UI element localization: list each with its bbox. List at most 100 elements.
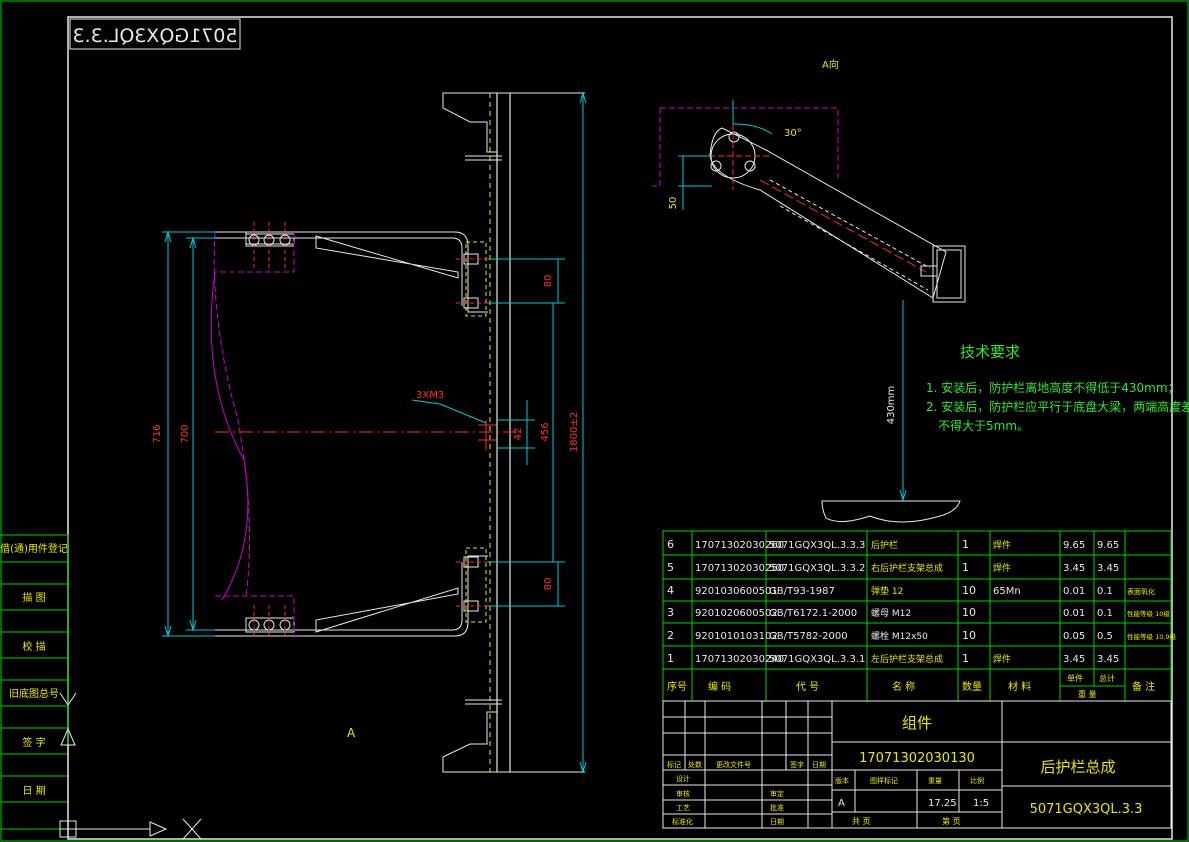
- rev-label: 处数: [688, 760, 702, 769]
- strip-label: 校 描: [22, 640, 45, 653]
- strip-label: 日 期: [22, 785, 45, 797]
- hdr-qty: 数量: [962, 680, 982, 693]
- bom-w2: 0.1: [1097, 586, 1113, 597]
- bom-w1: 3.45: [1063, 563, 1085, 574]
- dimensions-front: [162, 91, 587, 774]
- a-view: A向 30° 50 430mm: [652, 58, 966, 523]
- bom-name: 弹垫 12: [871, 585, 903, 597]
- lbl-weight: 重量: [928, 777, 942, 785]
- bom-w2: 3.45: [1097, 563, 1119, 574]
- dim-angle: 30°: [784, 128, 802, 139]
- bom-qty: 1: [962, 538, 969, 551]
- bom-note: 性能等级 10级: [1127, 609, 1170, 618]
- lbl-sheet: 第 页: [942, 816, 961, 826]
- assembly-name: 后护栏总成: [1040, 758, 1115, 776]
- sign-label: 审定: [770, 789, 784, 798]
- hdr-weight-single: 单件: [1067, 673, 1083, 683]
- view-label-bottom: A: [347, 726, 356, 740]
- sign-label: 审核: [676, 789, 690, 798]
- bom-mat: 焊件: [993, 562, 1011, 574]
- bom-no: 2: [667, 629, 674, 642]
- hdr-weight-total: 总计: [1099, 673, 1115, 683]
- bom-name: 右后护栏支架总成: [871, 562, 943, 574]
- bom-w2: 0.5: [1097, 631, 1113, 642]
- weight: 17.25: [928, 798, 957, 809]
- bom-std: GB/T93-1987: [769, 586, 835, 597]
- lbl-version: 版本: [835, 776, 849, 785]
- bom-w2: 3.45: [1097, 654, 1119, 665]
- sign-label: 标准化: [672, 817, 693, 826]
- bom-code: 17071302030250: [695, 563, 784, 574]
- dim-inner: 700: [180, 424, 191, 443]
- bom-w1: 0.05: [1063, 631, 1085, 642]
- technical-requirements: 技术要求 1. 安装后，防护栏离地高度不得低于430mm； 2. 安装后，防护栏…: [926, 343, 1189, 433]
- bom-header: 序号 编 码 代 号 名 称 数量 材 料 单件 总计 重 量 备 注: [667, 673, 1155, 699]
- bom-table: 6 17071302030260 5071GQX3QL.3.3.3 后护栏 1 …: [662, 530, 1177, 702]
- bom-qty: 1: [962, 652, 969, 665]
- bom-name: 左后护栏支架总成: [871, 653, 943, 665]
- bom-std: GB/T6172.1-2000: [769, 608, 857, 619]
- bom-row: 5 17071302030250 5071GQX3QL.3.3.2 右后护栏支架…: [667, 561, 1119, 574]
- dim-mid: 456: [540, 422, 551, 441]
- part-kind: 组件: [902, 714, 932, 732]
- lbl-sheets: 共 页: [852, 817, 871, 826]
- tech-line-1: 1. 安装后，防护栏离地高度不得低于430mm；: [926, 380, 1180, 395]
- bom-w1: 0.01: [1063, 608, 1085, 619]
- bom-qty: 1: [962, 561, 969, 574]
- ucs-icon: [59, 692, 202, 840]
- view-label: A向: [822, 58, 839, 71]
- bom-w1: 3.45: [1063, 654, 1085, 665]
- dim-side-height: 430mm: [886, 386, 897, 425]
- drawing-number: 5071GQX3QL.3.3: [1030, 802, 1143, 817]
- rev-label: 标记: [667, 760, 681, 769]
- strip-label: 签 字: [22, 736, 45, 749]
- dim-top-gap: 80: [543, 275, 554, 288]
- rev-label: 签字: [790, 760, 804, 769]
- sign-label: 设计: [676, 774, 690, 783]
- bom-mat: 65Mn: [993, 586, 1021, 597]
- hdr-std: 代 号: [796, 681, 819, 693]
- bom-std: 5071GQX3QL.3.3.2: [769, 563, 865, 574]
- bom-w1: 0.01: [1063, 586, 1085, 597]
- version: A: [838, 798, 845, 809]
- bom-no: 4: [667, 584, 674, 597]
- strip-label: 描 图: [22, 591, 45, 604]
- bom-w2: 0.1: [1097, 608, 1113, 619]
- mirrored-code-box: 5071GQX3QL.3.3: [69, 18, 241, 50]
- sign-label: 日期: [770, 818, 784, 826]
- strip-label: 借(通)用件登记: [0, 542, 68, 555]
- bolt-group-bottom: [245, 605, 295, 640]
- bom-w2: 9.65: [1097, 540, 1119, 551]
- bom-row: 2 9201010103102 GB/T5782-2000 螺栓 M12x50 …: [667, 629, 1177, 642]
- hdr-code: 编 码: [708, 680, 731, 693]
- title-block: 标记 处数 更改文件号 签字 日期 设计 审核 工艺 标准化 审定 日期 批准 …: [662, 700, 1172, 829]
- bom-row: 4 9201030600501 GB/T93-1987 弹垫 12 10 65M…: [667, 584, 1155, 597]
- bolt-group-top: [245, 222, 295, 268]
- bom-code: 9201020600502: [695, 608, 778, 619]
- bom-std: GB/T5782-2000: [769, 631, 848, 642]
- bom-note: 性能等级 10.9级: [1127, 632, 1177, 641]
- bom-code: 9201030600501: [695, 586, 778, 597]
- sign-label: 批准: [770, 803, 784, 812]
- hdr-weight: 重 量: [1078, 689, 1097, 699]
- rev-label: 更改文件号: [716, 760, 751, 769]
- tech-heading: 技术要求: [960, 343, 1020, 361]
- bom-qty: 10: [962, 584, 976, 597]
- bom-row: 1 17071302030240 5071GQX3QL.3.3.1 左后护栏支架…: [667, 652, 1119, 665]
- hdr-note: 备 注: [1132, 680, 1155, 693]
- bom-qty: 10: [962, 606, 976, 619]
- dim-outer: 716: [152, 424, 163, 443]
- bom-row: 6 17071302030260 5071GQX3QL.3.3.3 后护栏 1 …: [667, 538, 1119, 551]
- left-registration-strip: 借(通)用件登记 描 图 校 描 旧底图总号 签 字 日 期: [0, 534, 69, 830]
- bom-mat: 焊件: [993, 539, 1011, 551]
- bom-no: 3: [667, 606, 674, 619]
- inner-frame: [67, 16, 1173, 840]
- bom-name: 后护栏: [871, 539, 898, 551]
- tech-line-2: 2. 安装后，防护栏应平行于底盘大梁，两端高度差: [926, 399, 1189, 414]
- hdr-name: 名 称: [892, 680, 915, 693]
- front-view: 716 700 1800±2 80 80 456 42 3XM3 A: [152, 91, 587, 774]
- scale: 1:5: [973, 798, 989, 809]
- dim-overall: 1800±2: [569, 412, 580, 452]
- dim-offset: 50: [668, 197, 679, 210]
- bom-std: 5071GQX3QL.3.3.3: [769, 540, 865, 551]
